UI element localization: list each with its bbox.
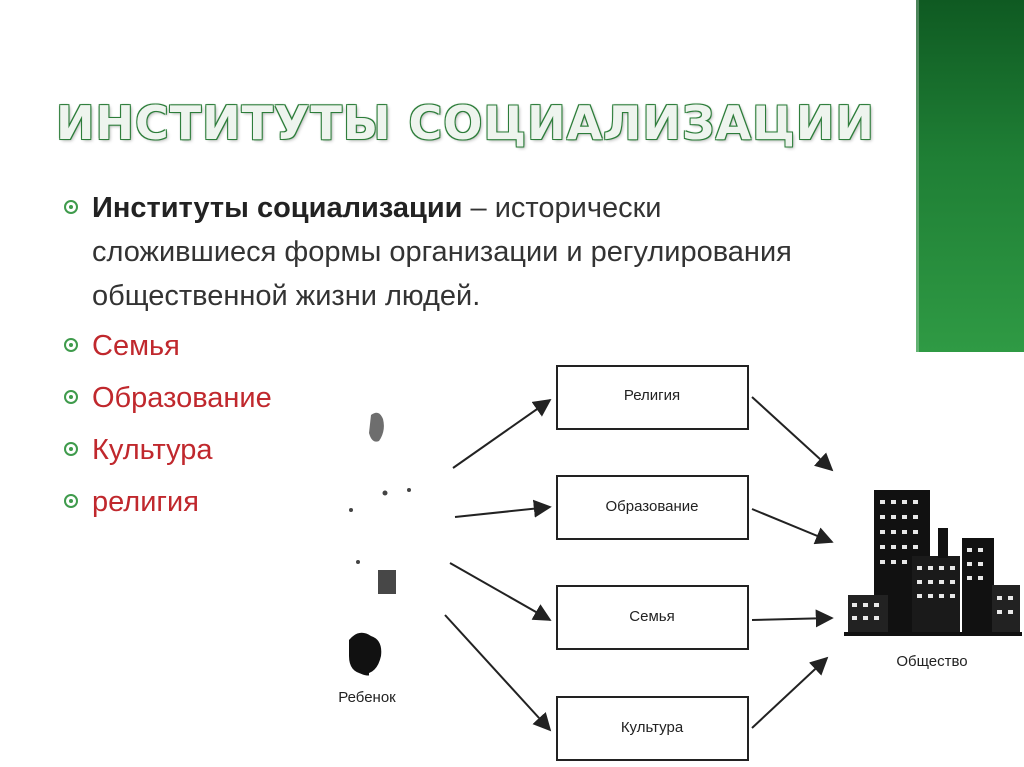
box-culture-label: Культура [621,719,684,736]
child-label: Ребенок [338,689,396,706]
arrow-culture-to-society [751,656,829,729]
list-item-label: Семья [92,330,180,362]
list-item: Семья [60,324,820,368]
definition-bullet: Институты социализации – исторически сло… [60,186,820,318]
definition-text: – исторически сложившиеся формы организа… [92,192,792,312]
box-family-label: Семья [629,608,674,625]
list-item-label: религия [92,486,199,518]
box-family: Семья [556,585,749,650]
list-item: Образование [60,376,820,420]
arrow-family-to-society [751,609,834,628]
definition-term: Институты социализации [92,192,463,224]
bullet-list: Институты социализации – исторически сло… [60,186,820,532]
society-label: Общество [896,653,967,670]
slide-title: ИНСТИТУТЫ СОЦИАЛИЗАЦИИ [56,96,875,150]
list-item: Культура [60,428,820,472]
bullet-circle-icon [64,494,78,508]
bullet-circle-icon [64,200,78,214]
bullet-circle-icon [64,442,78,456]
list-item: религия [60,480,820,524]
list-item-label: Культура [92,434,213,466]
bullet-circle-icon [64,390,78,404]
bullet-circle-icon [64,338,78,352]
arrow-child-to-culture [444,614,552,732]
city-buildings-icon [844,490,1022,636]
list-item-label: Образование [92,382,272,414]
decorative-green-bar [916,0,1024,352]
box-culture: Культура [556,696,749,761]
arrow-child-to-family [449,562,552,621]
